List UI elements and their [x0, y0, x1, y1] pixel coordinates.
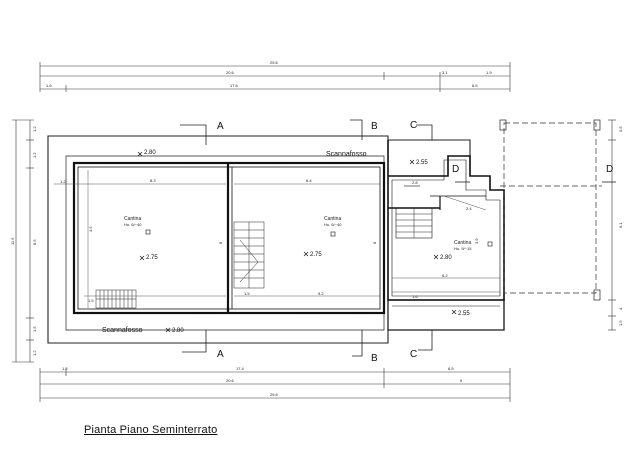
dim-right-2: 9.1 — [618, 222, 623, 228]
dim-left-1: 1.2 — [32, 126, 37, 132]
dim-in-b2: 1.5 — [244, 291, 250, 296]
section-d-left: D — [452, 164, 459, 175]
dim-in-b1: 1.5 — [88, 298, 94, 303]
section-d-right: D — [606, 164, 613, 175]
top-dimensions — [39, 62, 511, 92]
dim-bot-mid: 20.6 — [226, 378, 235, 383]
interior-dimension-lines — [54, 170, 500, 308]
dim-top-l2: 17.6 — [230, 83, 239, 88]
right-dimensions — [608, 119, 616, 331]
dim-top-r3: 6.5 — [472, 83, 478, 88]
elevation-lower-right: 2.55 — [458, 311, 470, 317]
dim-in-b3: 9.2 — [318, 291, 324, 296]
elevation-room1: 2.75 — [146, 255, 158, 261]
dim-in-h2: 8 — [218, 241, 223, 244]
section-a-top: A — [217, 121, 224, 132]
elevation-bottom: 2.80 — [172, 328, 184, 334]
scannafosso-bottom-label: Scannafosso — [102, 327, 143, 334]
section-b-bottom: B — [371, 353, 378, 364]
dim-bot-total: 25.6 — [270, 392, 279, 397]
elevation-upper-right: 2.55 — [416, 160, 428, 166]
room1-detail: Hu. 6/~40 — [124, 222, 142, 227]
dim-in-h1: 4.5 — [88, 226, 93, 232]
elevation-room3: 2.80 — [440, 255, 452, 261]
dashed-corner-marks — [499, 119, 601, 301]
dim-in-c2: 2.4 — [466, 206, 472, 211]
dim-left-3: 8.5 — [32, 239, 37, 245]
dim-in-w3: 6.4 — [306, 178, 312, 183]
dim-bot-m: 17.4 — [236, 366, 245, 371]
dim-top-r2: 1.9 — [486, 70, 492, 75]
stairs-left — [95, 289, 137, 309]
right-wing — [387, 140, 505, 331]
room2-name: Cantina — [324, 216, 341, 222]
elevation-top: 2.80 — [144, 150, 156, 156]
section-lines — [180, 119, 616, 357]
dim-top-mid: 20.6 — [226, 70, 235, 75]
dim-top-r1: 3.1 — [442, 70, 448, 75]
room2-detail: Hu. 6/~40 — [324, 222, 342, 227]
dashed-extension — [500, 122, 602, 294]
section-b-top: B — [371, 121, 378, 132]
building-walls — [72, 161, 386, 315]
dim-left-2: 1.2 — [32, 152, 37, 158]
section-c-top: C — [410, 120, 417, 131]
scannafosso-inner-line — [65, 155, 385, 331]
scannafosso-top-label: Scannafosso — [326, 151, 367, 158]
pillars — [145, 229, 493, 247]
dim-in-h3: 8 — [372, 241, 377, 244]
stairs-right — [396, 208, 432, 238]
dim-in-c3: 3.9 — [474, 238, 479, 244]
stairs-center — [233, 221, 265, 289]
left-dimensions — [12, 119, 34, 363]
drawing-title: Pianta Piano Seminterrato — [84, 424, 218, 436]
dim-right-3: 4 — [618, 307, 623, 310]
dim-in-c5: 1.6 — [412, 294, 418, 299]
section-a-bottom: A — [217, 349, 224, 360]
dim-in-w2: 8.3 — [150, 178, 156, 183]
dim-bot-r2: 5 — [460, 378, 463, 383]
room3-name: Cantina — [454, 240, 471, 246]
dim-right-4: 1.5 — [618, 320, 623, 326]
dim-top-l1: 1.6 — [46, 83, 52, 88]
section-c-bottom: C — [410, 349, 417, 360]
dim-in-c4: 6.2 — [442, 273, 448, 278]
dim-in-w1: 1.2 — [60, 179, 66, 184]
dim-left-4: 1.5 — [32, 326, 37, 332]
bottom-dimensions — [39, 368, 511, 402]
dim-top-total: 25.6 — [270, 60, 279, 65]
dim-in-c1: 2.8 — [412, 180, 418, 185]
wall-openings — [104, 162, 366, 314]
dim-left-5: 1.2 — [32, 350, 37, 356]
room1-name: Cantina — [124, 216, 141, 222]
elevation-markers — [137, 151, 457, 333]
dim-left-total: 11.6 — [10, 237, 15, 245]
dim-bot-r: 6.5 — [448, 366, 454, 371]
room3-detail: Hu. 9/~15 — [454, 246, 472, 251]
dim-bot-l: 1.2 — [62, 366, 68, 371]
dim-right-1: 0.5 — [618, 126, 623, 132]
elevation-room2: 2.75 — [310, 252, 322, 258]
